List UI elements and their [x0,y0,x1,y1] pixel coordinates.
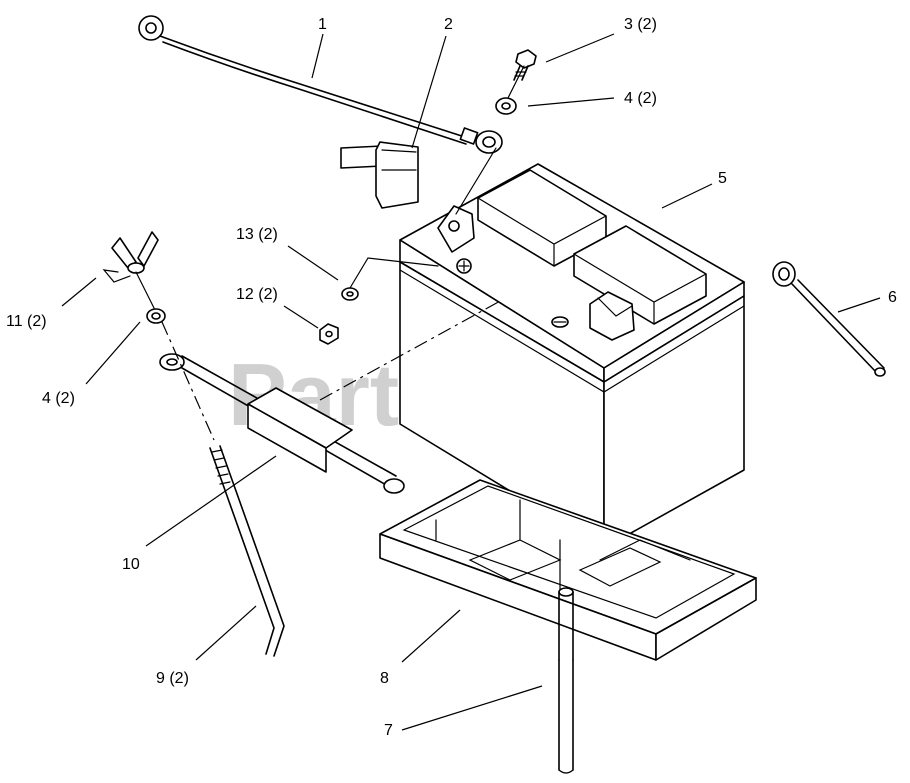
part-4-lower-washer [146,308,166,324]
part-13-lock-washer [341,287,359,301]
callout-5: 5 [718,170,727,187]
assembly-center-lines [135,65,525,441]
part-4-upper-washer [495,97,517,115]
callout-7: 7 [384,722,393,739]
part-3-bolt [513,49,537,81]
part-10-hold-down-bracket [159,353,405,494]
part-5-battery [399,163,745,549]
callout-4-lower: 4 (2) [42,390,75,407]
part-1-battery-cable [138,15,503,154]
callout-10: 10 [122,556,140,573]
callout-9: 9 (2) [156,670,189,687]
callout-4-upper: 4 (2) [624,90,657,107]
callout-2: 2 [444,16,453,33]
part-11-wing-nut [102,231,159,283]
callout-6: 6 [888,289,897,306]
callout-1: 1 [318,16,327,33]
part-8-battery-tray [379,479,757,661]
callout-8: 8 [380,670,389,687]
callout-labels: 1 2 3 (2) 4 (2) 5 6 7 8 9 (2) 10 11 (2) … [6,16,897,739]
part-2-terminal-cover [340,141,419,209]
callout-leaders [61,33,881,731]
callout-12: 12 (2) [236,286,278,303]
part-6-ground-cable [772,261,886,377]
part-12-nut [319,323,339,345]
callout-11: 11 (2) [6,313,47,330]
callout-13: 13 (2) [236,226,278,243]
callout-3: 3 (2) [624,16,657,33]
part-9-j-bolt [209,445,285,657]
part-7-rod [558,587,574,774]
